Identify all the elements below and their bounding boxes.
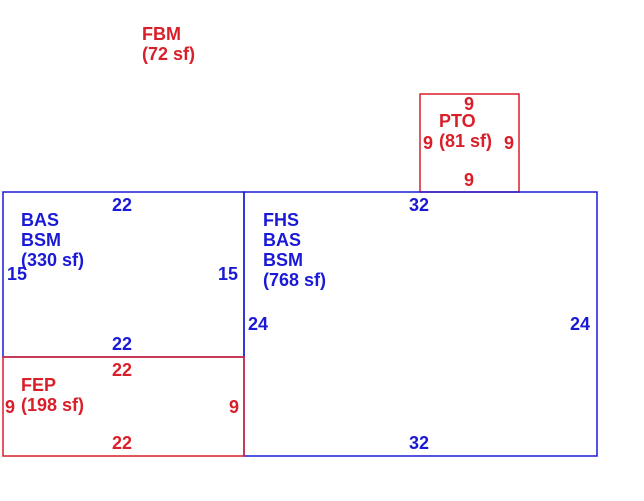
- bas-left-code2: BSM: [21, 230, 61, 250]
- fep-dim-right: 9: [229, 397, 239, 417]
- fep-outline: [2, 356, 245, 457]
- bas-left-dim-bottom: 22: [112, 334, 132, 354]
- pto-dim-bottom: 9: [464, 170, 474, 190]
- bas-left-area: 22 BAS BSM (330 sf) 15 15 22: [2, 191, 245, 358]
- fep-area-label: (198 sf): [21, 395, 84, 415]
- fhs-outline: [243, 191, 598, 457]
- fhs-area-label: (768 sf): [263, 270, 326, 290]
- fhs-dim-left: 24: [248, 314, 268, 334]
- pto-area: 9 PTO (81 sf) 9 9 9: [419, 93, 520, 193]
- fhs-dim-bottom: 32: [409, 433, 429, 453]
- fep-dim-bottom: 22: [112, 433, 132, 453]
- bas-left-dim-right: 15: [218, 264, 238, 284]
- fep-code: FEP: [21, 375, 56, 395]
- fbm-area: FBM (72 sf): [142, 24, 195, 64]
- bas-left-dim-top: 22: [112, 195, 132, 215]
- fhs-code2: BAS: [263, 230, 301, 250]
- fep-dim-top: 22: [112, 360, 132, 380]
- bas-left-dim-left: 15: [7, 264, 27, 284]
- fhs-code3: BSM: [263, 250, 303, 270]
- fbm-area-label: (72 sf): [142, 44, 195, 64]
- pto-dim-top: 9: [464, 94, 474, 114]
- fhs-area: 32 FHS BAS BSM (768 sf) 24 24 32: [243, 191, 598, 457]
- fbm-code: FBM: [142, 24, 181, 44]
- fhs-dim-top: 32: [409, 195, 429, 215]
- pto-dim-right: 9: [504, 133, 514, 153]
- bas-left-code1: BAS: [21, 210, 59, 230]
- fep-area: 22 FEP (198 sf) 9 9 22: [2, 356, 245, 457]
- pto-area-label: (81 sf): [439, 131, 492, 151]
- bas-left-area-label: (330 sf): [21, 250, 84, 270]
- fhs-code1: FHS: [263, 210, 299, 230]
- pto-dim-left: 9: [423, 133, 433, 153]
- pto-code: PTO: [439, 111, 476, 131]
- fhs-dim-right: 24: [570, 314, 590, 334]
- fep-dim-left: 9: [5, 397, 15, 417]
